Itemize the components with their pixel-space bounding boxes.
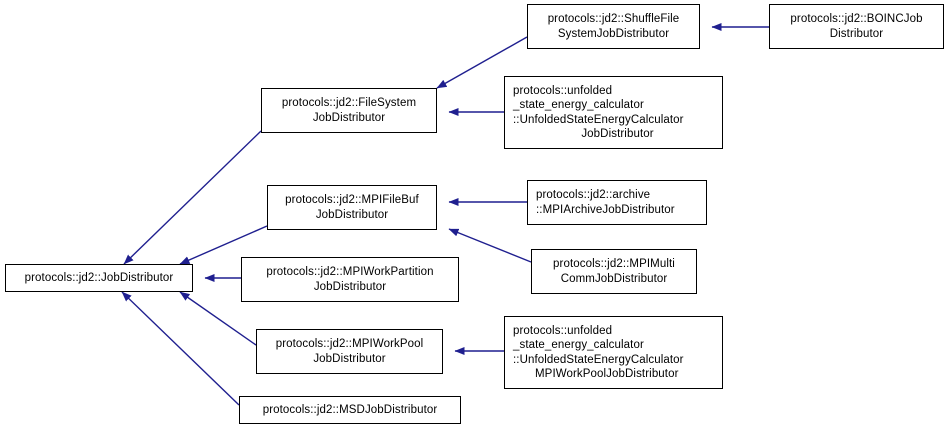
edge-mpiworkpool-to-jobdistributor (179, 291, 257, 346)
node-label-line: protocols::unfolded (513, 324, 613, 337)
node-label-line: protocols::jd2::archive (536, 189, 651, 201)
node-msdjobdistributor[interactable]: protocols::jd2::MSDJobDistributor (239, 396, 461, 424)
node-label-line: protocols::jd2::ShuffleFile (547, 13, 680, 25)
node-unfolded_mpiworkpool[interactable]: protocols::unfolded_state_energy_calcula… (504, 316, 723, 389)
node-label-line: protocols::jd2::FileSystem (281, 97, 417, 109)
node-label-line: MPIWorkPoolJobDistributor (535, 368, 679, 380)
edge-filesystem-to-jobdistributor (123, 130, 262, 265)
node-archive_mpiarchive[interactable]: protocols::jd2::archive::MPIArchiveJobDi… (527, 180, 707, 225)
node-label-line: protocols::jd2::MPIWorkPartition (266, 266, 434, 278)
node-label-line: protocols::jd2::MPIWorkPool (275, 338, 424, 350)
node-label-line: protocols::jd2::MPIFileBuf (285, 194, 419, 206)
node-unfolded_jobdistributor[interactable]: protocols::unfolded_state_energy_calcula… (504, 76, 723, 149)
node-label-line: protocols::unfolded (513, 84, 613, 97)
node-label-line: protocols::jd2::BOINCJob (790, 13, 923, 25)
edge-mpifilebuf-to-jobdistributor (179, 225, 268, 265)
node-jobdistributor[interactable]: protocols::jd2::JobDistributor (5, 264, 193, 292)
edge-msd-to-jobdistributor (121, 291, 240, 406)
node-label-line: SystemJobDistributor (557, 27, 670, 40)
edge-mpimulticomm-to-mpifilebuf (448, 228, 532, 263)
node-label-line: protocols::jd2::MSDJobDistributor (262, 403, 438, 416)
node-label-line: protocols::jd2::MPIMulti (553, 258, 675, 270)
node-label-line: _state_energy_calculator (513, 339, 644, 351)
node-label-line: protocols::jd2::JobDistributor (24, 271, 174, 284)
node-label-line: Distributor (829, 27, 884, 40)
node-label-line: JobDistributor (313, 280, 387, 293)
node-label-line: ::UnfoldedStateEnergyCalculator (513, 353, 684, 366)
node-label-line: ::UnfoldedStateEnergyCalculator (513, 113, 684, 126)
node-label-line: _state_energy_calculator (513, 99, 644, 111)
node-label-line: ::MPIArchiveJobDistributor (536, 203, 675, 216)
node-label-line: JobDistributor (581, 128, 654, 140)
node-label-line: JobDistributor (313, 352, 386, 365)
edge-shuffle-to-filesystem (436, 36, 528, 89)
node-label-line: JobDistributor (315, 208, 389, 221)
node-label-line: JobDistributor (312, 111, 386, 124)
node-label-line: CommJobDistributor (560, 272, 668, 285)
